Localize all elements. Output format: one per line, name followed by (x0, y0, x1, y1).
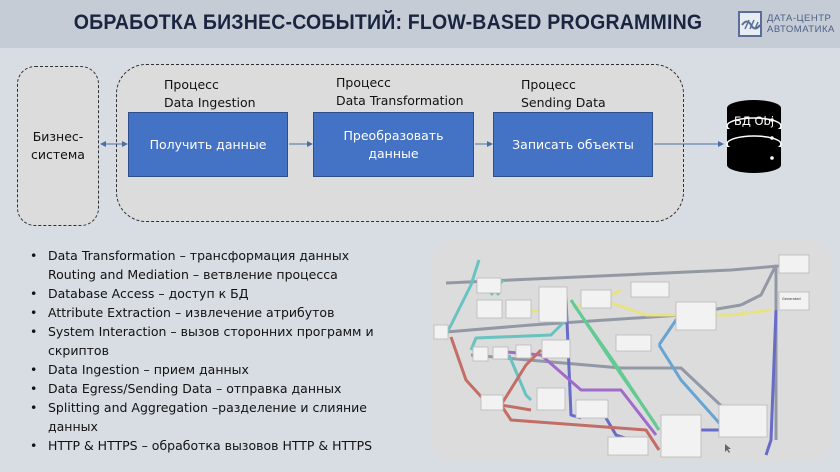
graph-node (607, 436, 649, 456)
graph-node (433, 324, 449, 340)
database-label: БД Obj (733, 114, 775, 128)
write-objects-box: Записать объекты (493, 112, 653, 177)
transform-data-label-line2: данные (368, 145, 419, 161)
diagram-arrows (100, 141, 724, 147)
list-item-text: HTTP & HTTPS – обработка вызовов HTTP & … (48, 438, 373, 453)
process-caption-line2: Sending Data (521, 95, 606, 110)
process-caption-line2: Data Ingestion (164, 95, 256, 110)
wire-gray (445, 263, 792, 285)
graph-node (472, 346, 489, 362)
graph-node (778, 254, 810, 274)
graph-node (575, 399, 609, 419)
process-caption-line1: Процесс (164, 77, 219, 92)
graph-node (718, 404, 768, 438)
transform-data-box: Преобразовать данные (313, 112, 474, 177)
company-logo: ДАТА-ЦЕНТР АВТОМАТИКА (738, 11, 838, 41)
graph-node-generated (778, 291, 810, 311)
feature-list: •Data Transformation – трансформация дан… (28, 246, 414, 455)
logo-line-2: АВТОМАТИКА (767, 24, 835, 35)
list-item: •Data Egress/Sending Data – отправка дан… (30, 381, 342, 396)
list-item-text: Data Ingestion – прием данных (48, 362, 249, 377)
flow-graph-screenshot: Generated (431, 240, 831, 462)
wire-gray (470, 353, 733, 417)
mouse-cursor-icon (725, 444, 731, 453)
wire-gray (740, 264, 778, 307)
process-caption-line1: Процесс (336, 75, 391, 90)
graph-node (480, 394, 504, 411)
list-item: •Attribute Extraction – извлечение атриб… (30, 305, 335, 320)
wire-red (500, 403, 532, 412)
wire-lightblue (657, 344, 723, 426)
list-item-text: Splitting and Aggregation –разделение и … (48, 400, 367, 415)
list-item-text: System Interaction – вызов сторонних про… (48, 324, 374, 339)
list-item-text-cont: Routing and Mediation – ветвление процес… (48, 267, 338, 282)
process-caption-sending: Процесс Sending Data (521, 76, 606, 112)
graph-node-generated-label: Generated (782, 297, 801, 301)
logo-text: ДАТА-ЦЕНТР АВТОМАТИКА (767, 13, 835, 35)
graph-node (660, 414, 702, 458)
slide-header: ОБРАБОТКА БИЗНЕС-СОБЫТИЙ: FLOW-BASED PRO… (0, 0, 840, 48)
list-item: •Splitting and Aggregation –разделение и… (28, 398, 414, 436)
flow-graph-canvas: Generated (433, 254, 810, 458)
wire-teal (444, 259, 481, 336)
process-caption-transformation: Процесс Data Transformation (336, 74, 464, 110)
graph-node (615, 334, 652, 352)
get-data-label: Получить данные (149, 136, 267, 152)
wire-teal (469, 318, 568, 351)
wire-red (499, 404, 661, 451)
list-item-text: Data Egress/Sending Data – отправка данн… (48, 381, 342, 396)
list-item: •HTTP & HTTPS – обработка вызовов HTTP &… (30, 438, 373, 453)
database-icon (726, 100, 782, 173)
graph-node (492, 346, 509, 360)
slide-title: ОБРАБОТКА БИЗНЕС-СОБЫТИЙ: FLOW-BASED PRO… (73, 11, 703, 34)
graph-node (476, 299, 503, 319)
list-item: •Database Access – доступ к БД (30, 286, 249, 301)
list-item-text: Database Access – доступ к БД (48, 286, 249, 301)
list-item: •System Interaction – вызов сторонних пр… (28, 322, 414, 360)
wire-green (572, 304, 661, 431)
wire-teal (507, 354, 533, 402)
graph-node (538, 286, 568, 323)
business-system-label-line2: система (31, 147, 85, 162)
wire-red (449, 336, 488, 404)
write-objects-label: Записать объекты (512, 136, 634, 152)
business-system-container (17, 66, 99, 226)
graph-node (580, 289, 612, 309)
list-item: •Data Ingestion – прием данных (30, 362, 249, 377)
graph-node (476, 277, 502, 294)
business-system-label: Бизнес- система (17, 128, 99, 164)
list-item-text: Data Transformation – трансформация данн… (48, 248, 350, 263)
graph-node (505, 299, 532, 319)
list-item-text: Attribute Extraction – извлечение атрибу… (48, 305, 335, 320)
wire-red (499, 348, 543, 406)
business-system-label-line1: Бизнес- (32, 129, 84, 144)
process-caption-line2: Data Transformation (336, 93, 464, 108)
transform-data-label-line1: Преобразовать (343, 127, 444, 143)
process-caption-line1: Процесс (521, 77, 576, 92)
wire-blue (764, 309, 778, 456)
graph-node (541, 339, 571, 359)
datacenter-logo-icon (738, 11, 762, 37)
logo-line-1: ДАТА-ЦЕНТР (767, 13, 832, 24)
list-item-text-cont: данных (48, 419, 98, 434)
list-item: •Data Transformation – трансформация дан… (28, 246, 414, 284)
graph-node (675, 301, 717, 331)
graph-node (630, 281, 670, 298)
graph-node (515, 344, 532, 359)
get-data-box: Получить данные (128, 112, 288, 177)
process-caption-ingestion: Процесс Data Ingestion (164, 76, 256, 112)
graph-node (536, 387, 566, 411)
list-item-text-cont: скриптов (48, 343, 109, 358)
